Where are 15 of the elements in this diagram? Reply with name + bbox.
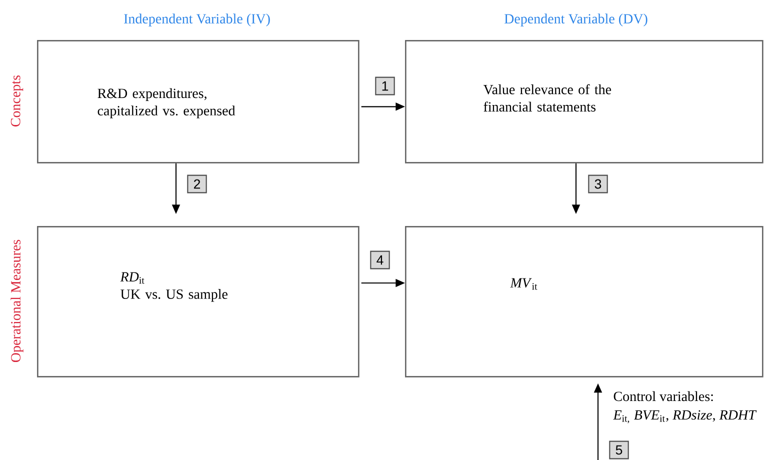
edge-label: 2	[187, 174, 207, 194]
box: Value relevance of the financial statements	[405, 40, 764, 164]
column-heading: Independent Variable (IV)	[124, 14, 270, 26]
edge-label: 3	[588, 174, 608, 194]
edge-label: 4	[370, 250, 390, 270]
box: R&D expenditures, capitalized vs. expensed	[37, 40, 360, 164]
edge-label: 5	[609, 440, 629, 460]
note: E$_{it,}$ BVE$_{it}$, RDsize, RDHT	[613, 410, 757, 424]
row-heading: Operational Measures	[10, 240, 24, 362]
note: Control variables:	[614, 391, 713, 402]
row-heading: Concepts	[10, 75, 24, 126]
column-heading: Dependent Variable (DV)	[504, 14, 648, 26]
box: RD$_{it}$ UK vs. US sample	[37, 226, 360, 378]
box: MV$_{it}$	[405, 226, 764, 378]
edge-label: 1	[375, 76, 395, 96]
